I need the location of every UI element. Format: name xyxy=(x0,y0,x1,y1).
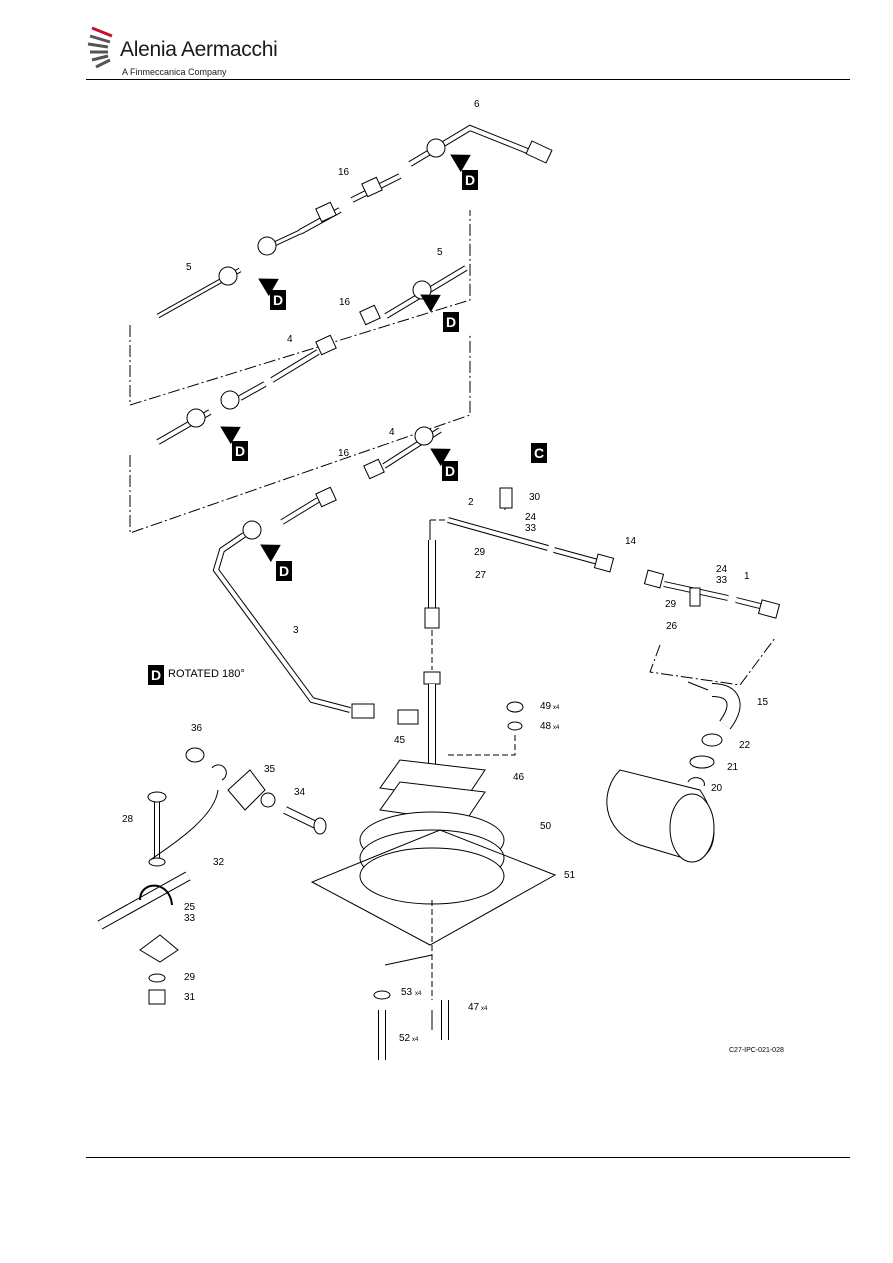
callout-25: 25 xyxy=(184,902,196,913)
callout-15: 15 xyxy=(757,697,769,708)
figure-reference: C27-IPC-021-028 xyxy=(729,1047,784,1054)
multiplier-49: x4 xyxy=(553,705,560,711)
brand-name: Alenia Aermacchi xyxy=(120,38,278,61)
multiplier-52: x4 xyxy=(412,1037,419,1043)
view-d-badge: D xyxy=(148,665,164,685)
callout-30: 30 xyxy=(529,492,541,503)
view-d-badge: D xyxy=(442,461,458,481)
multiplier-48: x4 xyxy=(553,725,560,731)
footer-divider xyxy=(86,1157,850,1158)
callout-29: 29 xyxy=(665,599,677,610)
callout-14: 14 xyxy=(625,536,637,547)
callout-45: 45 xyxy=(394,735,406,746)
callout-16: 16 xyxy=(339,297,351,308)
callout-2: 2 xyxy=(468,497,474,508)
callout-16: 16 xyxy=(338,167,350,178)
callout-16: 16 xyxy=(338,448,350,459)
callout-26: 26 xyxy=(666,621,678,632)
callout-5: 5 xyxy=(437,247,443,258)
header-divider xyxy=(86,79,850,80)
view-d-badge: D xyxy=(462,170,478,190)
callout-34: 34 xyxy=(294,787,306,798)
callout-47: 47 xyxy=(468,1002,480,1013)
callout-33: 33 xyxy=(525,523,537,534)
callout-28: 28 xyxy=(122,814,134,825)
multiplier-53: x4 xyxy=(415,991,422,997)
view-d-badge: D xyxy=(443,312,459,332)
callout-5: 5 xyxy=(186,262,192,273)
callout-46: 46 xyxy=(513,772,525,783)
rotated-note: ROTATED 180° xyxy=(168,668,245,680)
brand-tagline: A Finmeccanica Company xyxy=(122,67,227,77)
callout-33: 33 xyxy=(184,913,196,924)
view-d-badge: D xyxy=(276,561,292,581)
callout-53: 53 xyxy=(401,987,413,998)
callout-29: 29 xyxy=(184,972,196,983)
callout-21: 21 xyxy=(727,762,739,773)
callout-48: 48 xyxy=(540,721,552,732)
callout-1: 1 xyxy=(744,571,750,582)
callout-24: 24 xyxy=(716,564,728,575)
callout-50: 50 xyxy=(540,821,552,832)
callout-35: 35 xyxy=(264,764,276,775)
view-d-badge: D xyxy=(270,290,286,310)
callout-3: 3 xyxy=(293,625,299,636)
callout-36: 36 xyxy=(191,723,203,734)
callout-24: 24 xyxy=(525,512,537,523)
callout-4: 4 xyxy=(389,427,395,438)
view-d-badge: D xyxy=(232,441,248,461)
callout-33: 33 xyxy=(716,575,728,586)
callout-52: 52 xyxy=(399,1033,411,1044)
multiplier-47: x4 xyxy=(481,1006,488,1012)
view-c-badge: C xyxy=(531,443,547,463)
callout-4: 4 xyxy=(287,334,293,345)
callout-29: 29 xyxy=(474,547,486,558)
callout-49: 49 xyxy=(540,701,552,712)
callout-32: 32 xyxy=(213,857,225,868)
callout-31: 31 xyxy=(184,992,196,1003)
callout-20: 20 xyxy=(711,783,723,794)
callout-51: 51 xyxy=(564,870,576,881)
callout-6: 6 xyxy=(474,99,480,110)
callout-22: 22 xyxy=(739,740,751,751)
callout-27: 27 xyxy=(475,570,487,581)
company-logo-icon xyxy=(86,24,120,70)
